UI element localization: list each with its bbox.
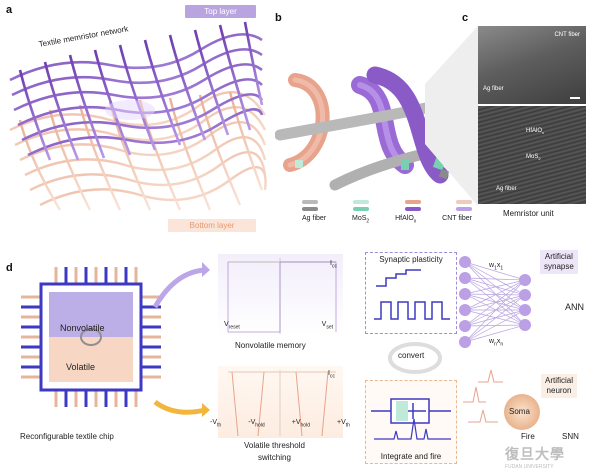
- tem-image-top: CNT fiber Ag fiber: [478, 26, 586, 104]
- watermark-cn: 復旦大學: [505, 446, 565, 462]
- nonvolatile-vset: Vset: [321, 320, 333, 330]
- memristor-unit-caption: Memristor unit: [503, 209, 554, 218]
- legend-swatch-ag-2: [302, 207, 318, 211]
- panel-b-legend: Ag fiber MoS2 HfAlOx CNT fiber: [302, 200, 472, 224]
- nonvolatile-icc: Icc: [330, 260, 337, 270]
- tem-image-bottom: HfAlOx MoS2 Ag fiber: [478, 106, 586, 204]
- wnxn-label: wnxn: [489, 338, 504, 348]
- bottom-layer-tag: Bottom layer: [168, 219, 256, 232]
- tem-bottom-ag-label: Ag fiber: [496, 186, 517, 192]
- reconfigurable-chip: [21, 267, 161, 407]
- legend-swatch-mos2-2: [353, 207, 370, 211]
- legend-swatch-cnt: [455, 200, 472, 204]
- convert-label: convert: [398, 351, 425, 360]
- integrate-fire-label: Integrate and fire: [380, 452, 442, 461]
- volatile-caption-2: switching: [258, 453, 291, 462]
- legend-swatch-ag: [302, 200, 318, 204]
- volatile-caption-1: Volatile threshold: [244, 441, 305, 450]
- fudan-watermark: 復旦大學 FUDAN UNIVERSITY: [505, 444, 565, 470]
- volatile-pos-vhold: +Vhold: [291, 419, 310, 429]
- zoom-funnel: [425, 26, 478, 206]
- soma-illustration: [463, 369, 540, 430]
- chip-nonvolatile-label: Nonvolatile: [60, 323, 105, 333]
- synaptic-plasticity-box: Synaptic plasticity: [365, 252, 457, 334]
- nonvolatile-curve: [227, 258, 337, 334]
- synaptic-plasticity-label: Synaptic plasticity: [379, 255, 443, 264]
- volatile-pos-vth: +Vth: [337, 419, 350, 429]
- ann-label: ANN: [565, 302, 585, 312]
- volatile-neg-vth: -Vth: [210, 419, 222, 429]
- snn-label: SNN: [562, 432, 579, 441]
- volatile-axis-labels: -Vth -Vhold +Vhold +Vth: [210, 419, 350, 428]
- tem-bottom-hf-label: HfAlOx: [526, 128, 545, 136]
- w1x1-label: w1x1: [489, 262, 504, 272]
- panel-b-label: b: [275, 12, 282, 24]
- top-layer-tag: Top layer: [185, 5, 256, 18]
- chip-arrows: [152, 262, 210, 417]
- artificial-neuron-line2: neuron: [546, 386, 572, 395]
- panel-a-label: a: [6, 4, 13, 16]
- artificial-synapse-line2: synapse: [544, 262, 574, 271]
- synaptic-waveform: [374, 269, 450, 320]
- soma-label: Soma: [509, 407, 530, 416]
- tem-bottom-mos-label: MoS2: [526, 154, 541, 162]
- textile-network-illustration: [9, 21, 267, 211]
- tem-top-cnt-label: CNT fiber: [554, 32, 580, 38]
- scale-bar: [570, 97, 580, 99]
- chip-caption: Reconfigurable textile chip: [20, 432, 114, 441]
- nonvolatile-plot: Icc Vreset Vset: [218, 254, 343, 336]
- nonvolatile-vreset: Vreset: [224, 320, 240, 330]
- integrate-fire-illustration: [371, 398, 451, 440]
- legend-swatch-hfalox-2: [404, 207, 421, 211]
- legend-swatch-mos2: [353, 200, 370, 204]
- volatile-plot: Icc: [218, 366, 343, 438]
- artificial-synapse-tag: Artificial synapse: [540, 250, 578, 274]
- panel-d-label: d: [6, 262, 13, 274]
- chip-volatile-label: Volatile: [66, 362, 96, 372]
- volatile-icc: Icc: [328, 370, 335, 380]
- legend-label-cnt: CNT fiber: [442, 215, 472, 222]
- artificial-neuron-line1: Artificial: [545, 376, 574, 385]
- integrate-fire-box: Integrate and fire: [365, 380, 457, 464]
- artificial-synapse-line1: Artificial: [544, 252, 573, 261]
- convert-arrows: [388, 342, 442, 374]
- artificial-neuron-tag: Artificial neuron: [541, 374, 578, 398]
- legend-swatch-cnt-2: [455, 207, 472, 211]
- watermark-en: FUDAN UNIVERSITY: [505, 464, 554, 470]
- nonvolatile-caption: Nonvolatile memory: [235, 341, 306, 350]
- legend-swatch-hfalox: [404, 200, 421, 204]
- volatile-curve: [228, 370, 336, 437]
- panel-c-label: c: [462, 12, 469, 24]
- fire-label: Fire: [521, 432, 535, 441]
- legend-label-mos2: MoS2: [352, 215, 370, 225]
- neural-network: [459, 256, 531, 348]
- legend-label-hfalox: HfAlOx: [395, 215, 417, 225]
- volatile-neg-vhold: -Vhold: [248, 419, 265, 429]
- tem-top-ag-label: Ag fiber: [483, 86, 504, 92]
- legend-label-ag: Ag fiber: [302, 215, 327, 222]
